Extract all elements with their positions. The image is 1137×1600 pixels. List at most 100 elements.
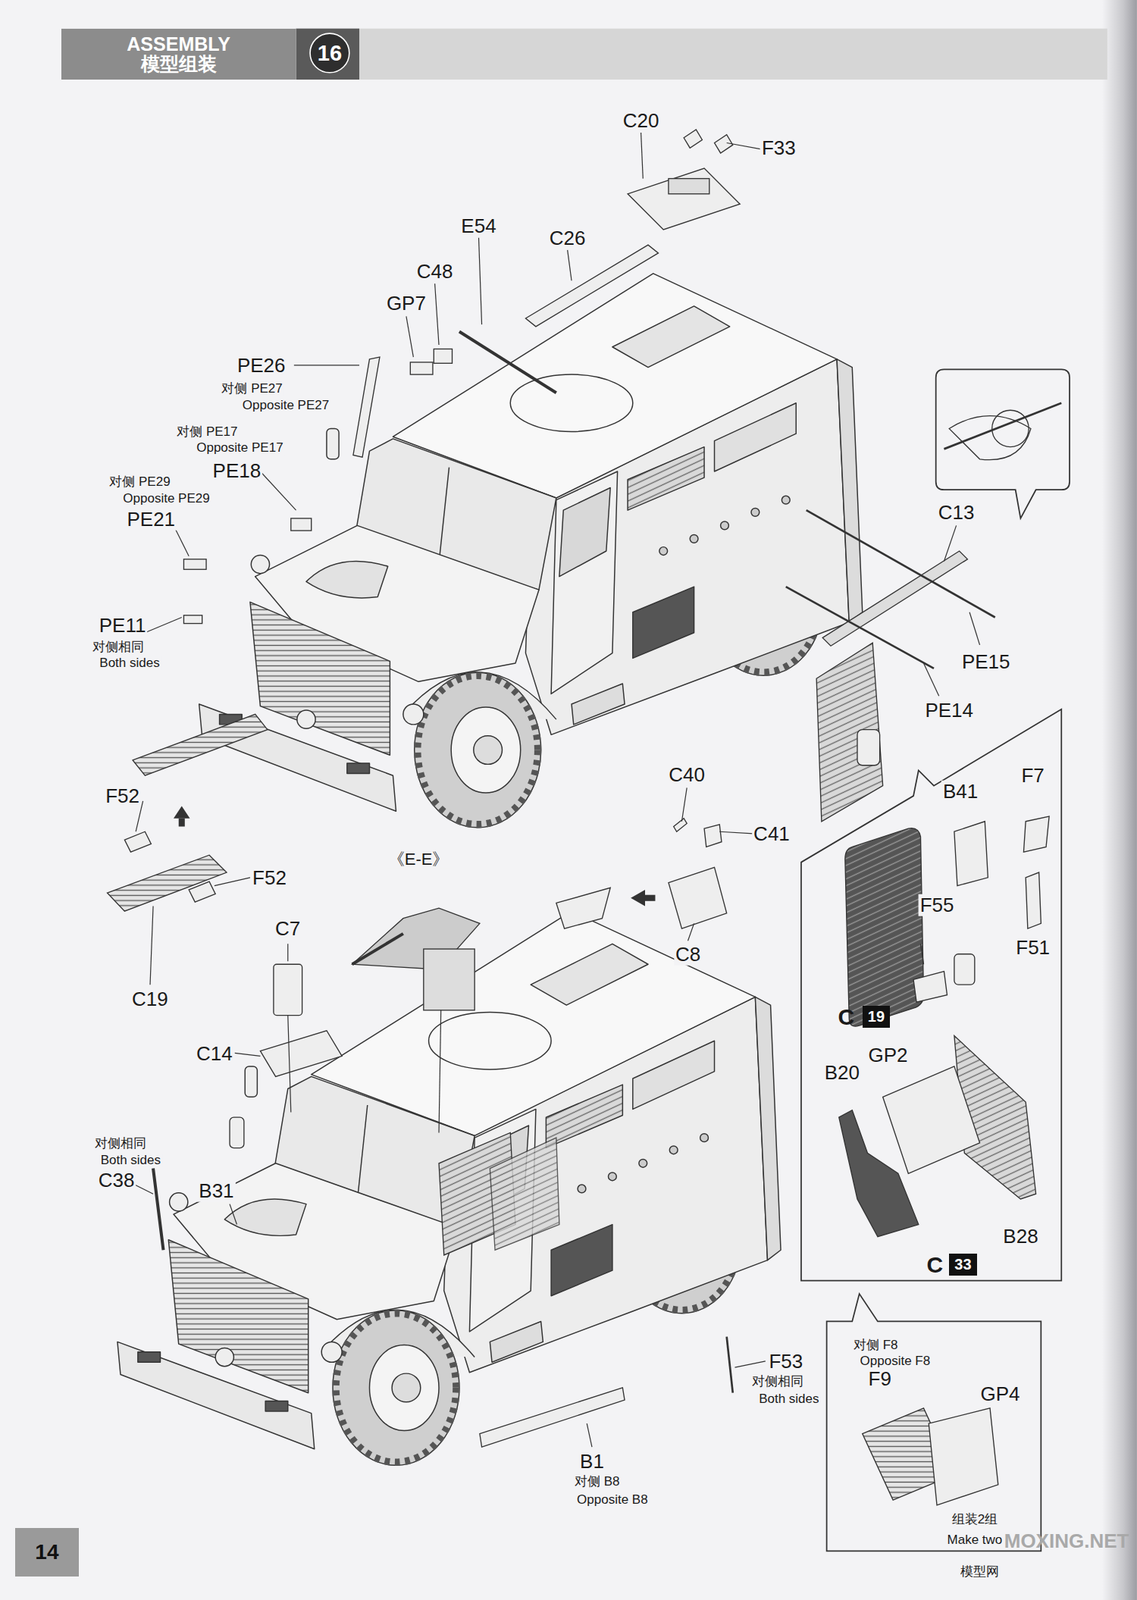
exploded-parts-part xyxy=(273,964,303,1015)
part-number: E54 xyxy=(459,214,498,237)
part-number: GP7 xyxy=(385,292,428,315)
leader-lines-part xyxy=(259,471,296,511)
leader-lines-part xyxy=(287,943,289,962)
page-frame-part xyxy=(1102,0,1137,1600)
callout-details-part xyxy=(920,943,924,965)
part-number: C19 xyxy=(130,988,170,1011)
note-text: Both sides xyxy=(97,656,161,671)
callout-details-part xyxy=(839,1110,919,1238)
note-text: Both sides xyxy=(757,1392,821,1407)
part-number: PE11 xyxy=(97,614,148,637)
exploded-parts-part xyxy=(352,933,404,965)
exploded-parts-part xyxy=(410,362,433,375)
callout-details-part xyxy=(954,821,988,887)
exploded-parts-part xyxy=(726,1337,733,1394)
part-number: F52 xyxy=(250,867,289,890)
leader-lines-part xyxy=(641,132,644,179)
note-text: 对侧 PE29 xyxy=(107,474,172,489)
note-text: Opposite PE17 xyxy=(194,441,285,456)
note-text: Opposite F8 xyxy=(858,1354,933,1369)
exploded-parts-part xyxy=(822,551,968,646)
part-number: PE21 xyxy=(125,508,177,531)
exploded-parts-part xyxy=(153,1168,163,1251)
part-number: B31 xyxy=(197,1180,235,1203)
part-number: C38 xyxy=(97,1168,137,1191)
part-number: C20 xyxy=(621,109,661,132)
leader-lines-part xyxy=(681,787,687,821)
note-text: 对侧相同 xyxy=(90,639,146,655)
exploded-parts-part xyxy=(857,729,881,766)
page-number: 14 xyxy=(15,1528,79,1578)
callout-details-part xyxy=(845,828,925,1027)
exploded-parts-part xyxy=(423,949,475,1011)
node-text: 14 xyxy=(34,1541,59,1563)
part-number: C13 xyxy=(936,501,977,524)
watermark: MOXING.NET xyxy=(1002,1530,1131,1553)
step-number: 16 xyxy=(309,32,351,74)
node-text: 16 xyxy=(317,41,342,65)
part-number: F9 xyxy=(867,1368,893,1391)
callout-details-part xyxy=(1023,816,1050,852)
part-number: F53 xyxy=(767,1350,805,1373)
part-tree-tag: 33 xyxy=(949,1253,977,1276)
part-number: C7 xyxy=(273,917,302,940)
callout-details-part xyxy=(928,1408,999,1506)
node-text: ASSEMBLY xyxy=(126,34,231,54)
leader-lines-part xyxy=(144,617,182,633)
page-frame-part xyxy=(296,28,360,80)
part-number: GP2 xyxy=(866,1044,909,1067)
note-text: 对侧 F8 xyxy=(851,1337,900,1353)
page-frame xyxy=(61,0,1137,1600)
page-frame-part xyxy=(61,28,1108,80)
exploded-parts-part xyxy=(806,510,996,618)
part-number: C26 xyxy=(548,226,588,249)
part-number: F55 xyxy=(918,894,956,917)
part-number: C41 xyxy=(751,823,792,846)
assembly-arrows-part xyxy=(630,889,646,907)
part-number: F51 xyxy=(1014,936,1052,959)
leader-lines-part xyxy=(688,923,695,941)
part-number: PE15 xyxy=(960,650,1012,673)
callout-panels xyxy=(801,369,1070,1551)
truck-drawing-part xyxy=(199,273,863,828)
part-number: PE26 xyxy=(235,354,288,377)
note-text: 对侧 PE17 xyxy=(175,424,239,439)
callout-details-part xyxy=(1025,872,1041,929)
leader-lines-part xyxy=(435,283,439,345)
subassembly-ref: 《E-E》 xyxy=(386,850,452,869)
part-number: B28 xyxy=(1001,1224,1040,1247)
leader-lines-part xyxy=(726,142,761,149)
exploded-parts-part xyxy=(816,642,884,822)
exploded-parts-part xyxy=(556,887,611,929)
header-band: ASSEMBLY模型组装 xyxy=(61,28,297,80)
callout-details-part xyxy=(883,1066,981,1174)
truck-drawing-part xyxy=(489,1137,560,1250)
exploded-parts-part xyxy=(183,559,207,570)
exploded-parts-part xyxy=(124,831,216,903)
part-number: F33 xyxy=(760,137,798,160)
callout-panels-part xyxy=(801,709,1062,1282)
exploded-parts-part xyxy=(259,1030,342,1078)
callout-panels-part xyxy=(826,1293,1042,1551)
callout-details xyxy=(839,403,1062,1506)
note-text: 对侧 PE27 xyxy=(219,382,284,397)
part-number: C8 xyxy=(673,943,702,966)
part-tree-letter: C xyxy=(836,1004,856,1030)
exploded-parts-part xyxy=(627,168,740,230)
part-number: B41 xyxy=(941,779,980,802)
part-number: F52 xyxy=(103,785,141,808)
node-text: 33 xyxy=(954,1256,971,1273)
leader-lines-part xyxy=(586,1423,592,1448)
exploded-parts-part xyxy=(704,824,722,848)
leader-lines-part xyxy=(719,831,753,834)
note-text: Make two xyxy=(945,1533,1005,1548)
part-number: B1 xyxy=(578,1450,606,1473)
note-text: 对侧相同 xyxy=(93,1137,148,1152)
callout-details-part xyxy=(913,971,947,1003)
part-number: B20 xyxy=(823,1061,862,1084)
note-text: 对侧相同 xyxy=(750,1375,805,1390)
truck-drawing xyxy=(117,273,863,1466)
node-text: 模型组装 xyxy=(140,53,217,74)
exploded-parts-part xyxy=(683,129,733,154)
exploded-parts-part xyxy=(479,1387,625,1448)
